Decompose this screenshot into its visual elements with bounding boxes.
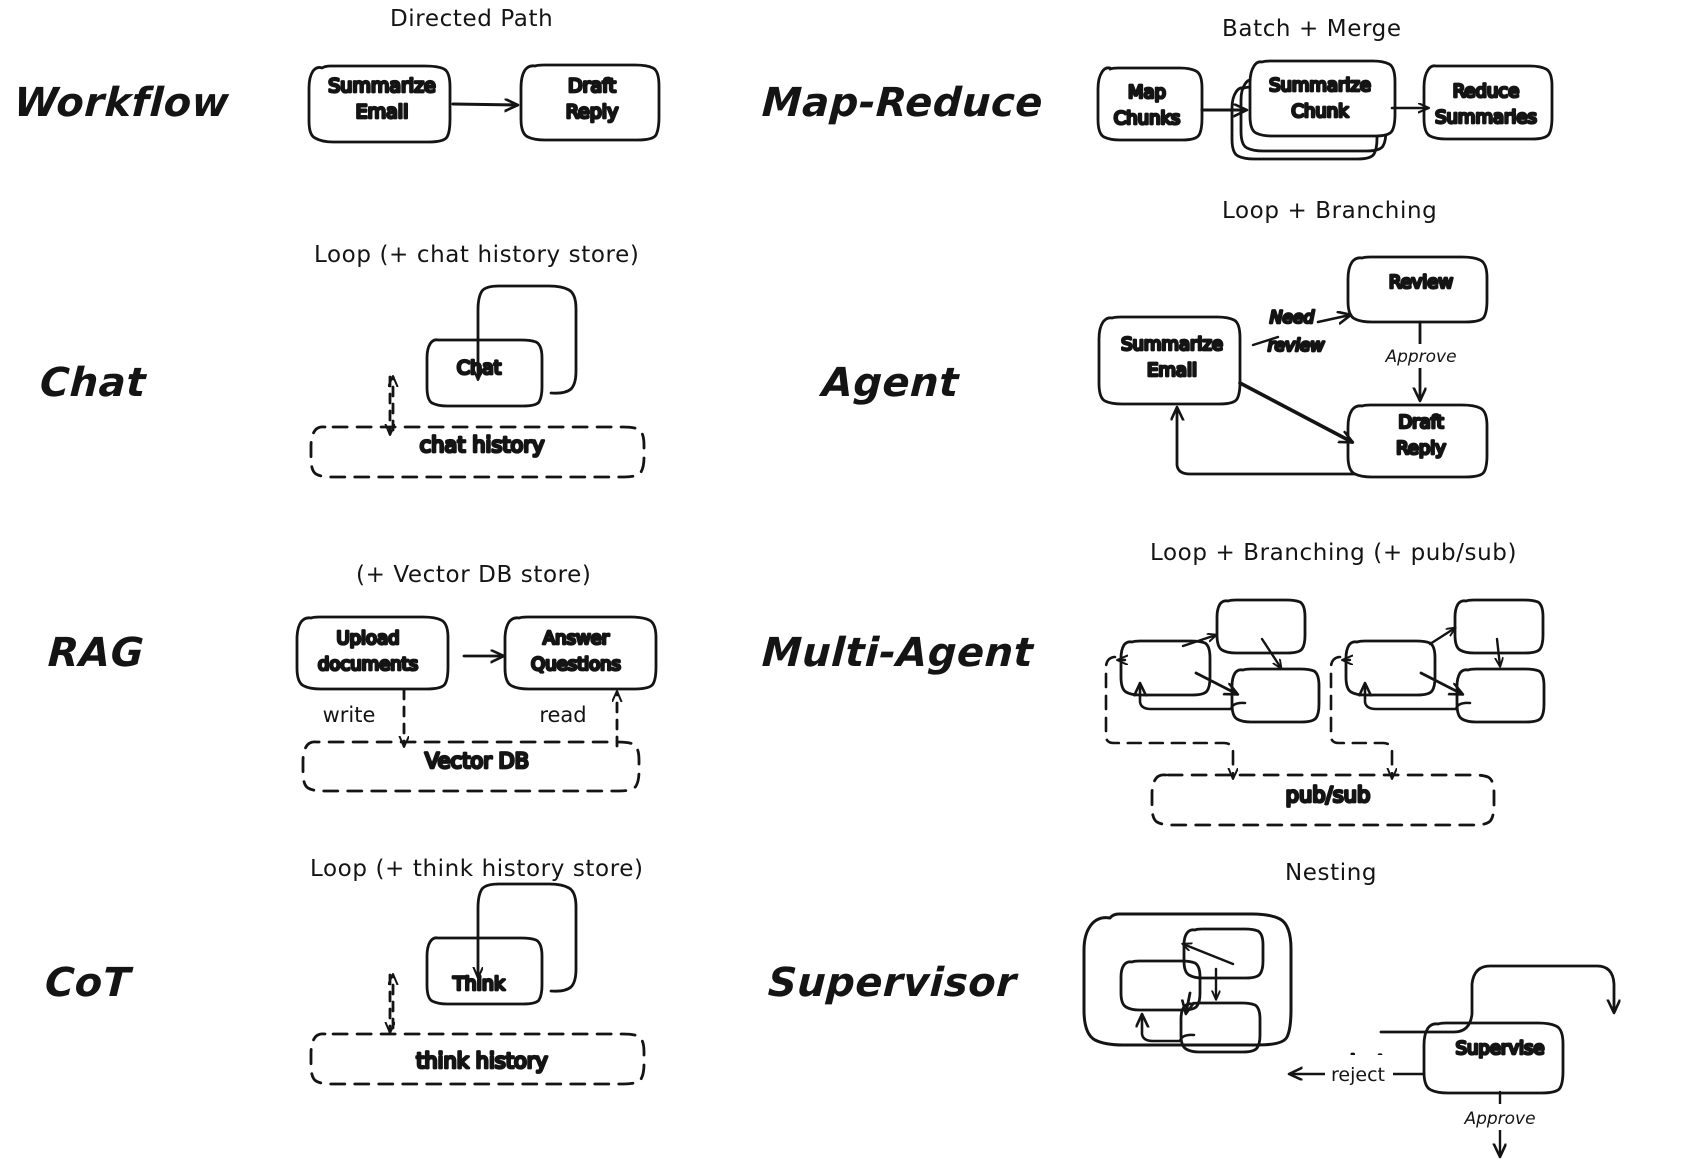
edge-cluster-b-left-to-top [1428, 628, 1455, 646]
edge-label-need-review-line2: review [1268, 336, 1325, 356]
node-reduce-summaries-line2: Summaries [1435, 107, 1537, 128]
label-mask-approve-supervisor [1462, 1104, 1540, 1130]
store-think-history-label: think history [416, 1049, 548, 1073]
node-answer-questions-box[interactable] [503, 615, 658, 691]
node-summarize-email-box[interactable] [307, 64, 452, 144]
node-agent-summarize-email-box[interactable] [1097, 315, 1242, 406]
node-draft-reply-line1: Draft [568, 75, 616, 97]
edge-cluster-a-left-to-top [1181, 635, 1216, 648]
node-map-chunks-line2: Chunks [1114, 108, 1181, 129]
node-upload-documents-line1: Upload [336, 628, 399, 649]
multi-agent-cluster-a [1104, 598, 1321, 778]
edge-supervisor-right-back-to-left [1142, 1015, 1196, 1043]
panel-chat: Chat chat history [309, 284, 646, 479]
edge-cluster-a-pubsub-loop [1104, 655, 1233, 778]
node-summarize-chunk-line2: Chunk [1291, 101, 1349, 122]
node-cluster-b-top-box[interactable] [1453, 598, 1545, 655]
panel-title-vector-db-store: (+ Vector DB store) [356, 562, 592, 588]
multi-agent-cluster-b [1329, 598, 1546, 778]
node-answer-questions-line2: Questions [531, 654, 621, 675]
node-cluster-a-left-box[interactable] [1119, 639, 1212, 697]
panel-map-reduce: Map Chunks Summarize Chunk Reduce Summar… [1096, 59, 1554, 161]
node-supervise-label: Supervise [1456, 1038, 1545, 1059]
edge-cluster-b-top-to-right [1497, 637, 1500, 666]
edge-summarize-to-draft [451, 104, 517, 105]
panel-title-loop-branching-pubsub: Loop + Branching (+ pub/sub) [1150, 540, 1518, 566]
node-agent-draft-reply-box[interactable] [1346, 403, 1489, 479]
node-agent-summarize-line2: Email [1147, 360, 1197, 381]
edge-cluster-b-right-back-to-left [1365, 684, 1472, 711]
node-summarize-email-line2: Email [356, 101, 409, 123]
edge-supervisor-left-to-right [1186, 991, 1190, 1013]
node-draft-reply-line2: Reply [566, 101, 619, 123]
panel-title-nesting: Nesting [1285, 860, 1378, 886]
label-mask-approve-agent [1383, 344, 1461, 368]
label-mask-write [311, 703, 387, 729]
node-supervisor-inner-top-box[interactable] [1182, 927, 1265, 980]
panel-title-batch-merge: Batch + Merge [1222, 16, 1402, 42]
store-pubsub-box[interactable] [1150, 773, 1496, 827]
edge-supervisor-left-to-top [1183, 944, 1235, 966]
node-upload-documents-box[interactable] [295, 615, 450, 691]
supervisor-nested-group-box[interactable] [1082, 912, 1293, 1047]
node-summarize-email-line1: Summarize [328, 75, 436, 97]
panel-title-loop-branching: Loop + Branching [1222, 198, 1438, 224]
node-review-box[interactable] [1346, 255, 1489, 324]
edge-summarize-to-review-stub [1251, 335, 1280, 347]
store-chat-history-box[interactable] [309, 425, 646, 479]
panel-title-loop-chat: Loop (+ chat history store) [314, 242, 640, 268]
edge-cluster-a-right-back-to-left [1140, 684, 1247, 711]
node-upload-documents-line2: documents [318, 654, 418, 675]
panel-cot: Think think history [309, 882, 646, 1086]
store-vector-db-box[interactable] [301, 740, 641, 793]
node-think-box[interactable] [425, 936, 544, 1006]
edge-cluster-b-left-to-right [1419, 671, 1462, 694]
panel-title-loop-think: Loop (+ think history store) [310, 856, 644, 882]
node-chat-box[interactable] [425, 338, 544, 408]
node-agent-summarize-line1: Summarize [1121, 334, 1223, 355]
edge-group-to-supervise [1379, 964, 1614, 1034]
edge-think-self-loop [478, 882, 578, 993]
edge-cluster-b-pubsub-loop [1329, 655, 1392, 778]
edge-label-need-review-line1: Need [1270, 308, 1315, 328]
edge-cluster-a-left-to-right [1194, 671, 1237, 694]
label-mask-read [528, 703, 596, 729]
edge-cluster-a-top-to-right [1260, 637, 1281, 668]
edge-summarize-to-review [1316, 315, 1350, 322]
node-cluster-a-top-box[interactable] [1215, 598, 1307, 655]
node-reduce-summaries-box[interactable] [1422, 64, 1554, 141]
edge-summarize-to-draft-direct [1238, 381, 1352, 444]
store-think-history-box[interactable] [309, 1032, 646, 1086]
panel-title-directed-path: Directed Path [390, 6, 554, 32]
node-summarize-chunk-box[interactable] [1248, 59, 1397, 138]
node-answer-questions-line1: Answer [543, 628, 610, 649]
store-pubsub-label: pub/sub [1286, 783, 1371, 807]
label-mask-reject [1325, 1055, 1393, 1079]
node-supervise-box[interactable] [1422, 1021, 1565, 1095]
store-chat-history-label: chat history [420, 433, 545, 457]
edge-chat-self-loop [478, 284, 578, 395]
panel-workflow: Summarize Email Draft Reply [307, 63, 661, 144]
node-agent-draft-line1: Draft [1398, 412, 1443, 433]
edge-draft-back-to-summarize [1177, 408, 1357, 476]
node-agent-draft-line2: Reply [1396, 438, 1446, 459]
node-draft-reply-box[interactable] [519, 63, 661, 142]
node-review-label: Review [1389, 272, 1453, 293]
node-map-chunks-line1: Map [1128, 82, 1166, 103]
node-reduce-summaries-line1: Reduce [1453, 81, 1520, 102]
node-cluster-b-left-box[interactable] [1344, 639, 1437, 697]
node-cluster-b-right-box[interactable] [1455, 667, 1546, 724]
node-summarize-chunk-line1: Summarize [1269, 75, 1371, 96]
node-map-chunks-box[interactable] [1096, 66, 1204, 142]
store-vector-db-label: Vector DB [425, 749, 529, 773]
panel-multi-agent: pub/sub [1104, 598, 1546, 827]
node-cluster-a-right-box[interactable] [1230, 667, 1321, 724]
